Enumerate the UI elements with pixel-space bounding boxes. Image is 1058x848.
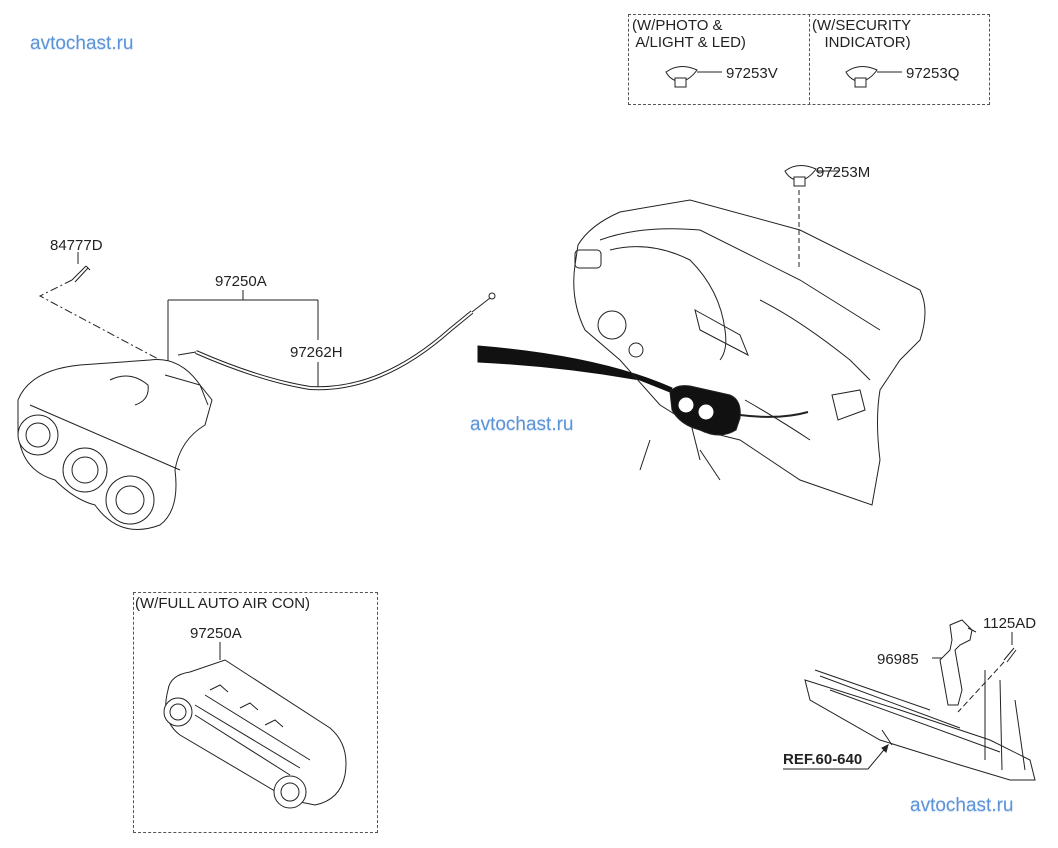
full-auto-aircon-unit: [163, 642, 347, 809]
watermark-center: avtochast.ru: [470, 414, 574, 435]
part-label-84777D[interactable]: 84777D: [50, 237, 103, 254]
part-label-97250A-auto[interactable]: 97250A: [190, 625, 242, 642]
heater-control-unit: [17, 359, 213, 530]
option-box-full-auto-aircon: [133, 592, 378, 833]
bolt-icon-1125AD: [957, 632, 1017, 713]
option-title-full-auto-aircon: (W/FULL AUTO AIR CON): [135, 595, 311, 612]
reference-label[interactable]: REF.60-640: [783, 751, 863, 768]
part-label-1125AD[interactable]: 1125AD: [983, 615, 1037, 632]
part-label-97253V[interactable]: 97253V: [726, 65, 778, 82]
dashboard-illustration: [573, 199, 926, 506]
option-title-security: (W/SECURITY INDICATOR): [812, 17, 911, 52]
sensor-cap-icon-97253M: [784, 165, 839, 270]
part-label-97262H[interactable]: 97262H: [290, 344, 343, 361]
option-title-security-line1: (W/SECURITY: [812, 17, 912, 34]
watermark-bottom-right: avtochast.ru: [910, 795, 1014, 816]
option-box-divider: [809, 14, 810, 105]
option-title-photo-line2: A/LIGHT & LED): [632, 34, 746, 52]
watermark-top-left: avtochast.ru: [30, 33, 134, 54]
sensor-cap-icon-97253V: [665, 66, 722, 88]
sensor-cap-icon-97253Q: [845, 66, 902, 88]
part-label-97253M[interactable]: 97253M: [816, 164, 871, 181]
part-label-97250A[interactable]: 97250A: [215, 273, 267, 290]
cowl-panel: [804, 669, 1036, 781]
reference-arrow: [783, 744, 889, 770]
sensor-bracket-96985: [932, 619, 977, 706]
pointer-arrow: [477, 345, 673, 393]
part-label-96985[interactable]: 96985: [877, 651, 919, 668]
option-title-photo: (W/PHOTO & A/LIGHT & LED): [632, 17, 746, 52]
leader-97250A: [167, 290, 319, 388]
option-title-photo-line1: (W/PHOTO &: [632, 17, 723, 34]
cable-97262H: [177, 292, 496, 391]
part-label-97253Q[interactable]: 97253Q: [906, 65, 960, 82]
screw-icon-84777D: [38, 252, 161, 361]
option-title-security-line2: INDICATOR): [812, 34, 911, 52]
